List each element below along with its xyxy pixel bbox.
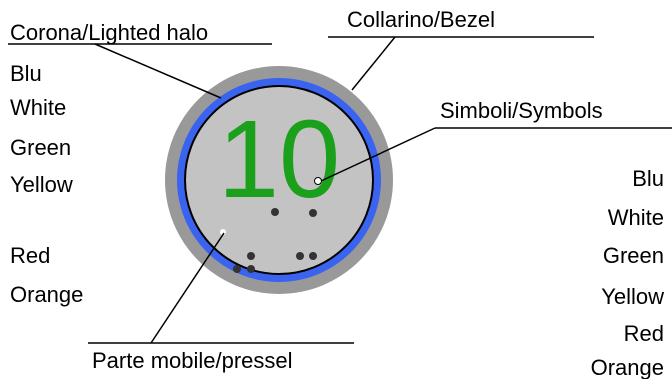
halo-color-blu: Blu	[10, 61, 42, 86]
braille-dot	[233, 265, 241, 273]
halo-color-green: Green	[10, 135, 71, 160]
callout-bezel: Collarino/Bezel	[328, 7, 594, 91]
halo-color-yellow: Yellow	[10, 172, 73, 197]
callout-pressel: Parte mobile/pressel	[88, 232, 354, 373]
bezel-leader-line	[351, 36, 396, 91]
symbol-color-orange: Orange	[591, 355, 664, 379]
braille-dot	[309, 252, 317, 260]
symbol-color-white: White	[608, 205, 664, 230]
symbol-pointer-dot	[314, 177, 322, 185]
symbol-color-blu: Blu	[632, 166, 664, 191]
braille-dot	[296, 252, 304, 260]
button-number: 10	[218, 98, 340, 221]
braille-dot	[247, 265, 255, 273]
pressel-title: Parte mobile/pressel	[92, 348, 293, 373]
callout-symbols: Simboli/Symbols Blu White Green Yellow R…	[320, 98, 672, 379]
halo-color-red: Red	[10, 243, 50, 268]
symbol-color-green: Green	[603, 243, 664, 268]
callout-halo: Corona/Lighted halo Blu White Green Yell…	[8, 20, 272, 307]
pressel	[184, 85, 374, 275]
elevator-button: 10	[165, 66, 393, 294]
symbol-color-red: Red	[624, 321, 664, 346]
braille-dot	[247, 252, 255, 260]
braille-dots	[233, 208, 317, 273]
bezel-title: Collarino/Bezel	[347, 7, 495, 32]
symbols-leader-line	[320, 127, 436, 182]
braille-dot	[309, 209, 317, 217]
halo-color-white: White	[10, 95, 66, 120]
pressel-leader-line	[150, 232, 225, 344]
halo-leader-line	[94, 43, 222, 99]
halo-color-orange: Orange	[10, 282, 83, 307]
halo-title: Corona/Lighted halo	[10, 20, 208, 45]
symbol-color-yellow: Yellow	[601, 284, 664, 309]
braille-dot	[271, 208, 279, 216]
symbols-title: Simboli/Symbols	[440, 98, 603, 123]
